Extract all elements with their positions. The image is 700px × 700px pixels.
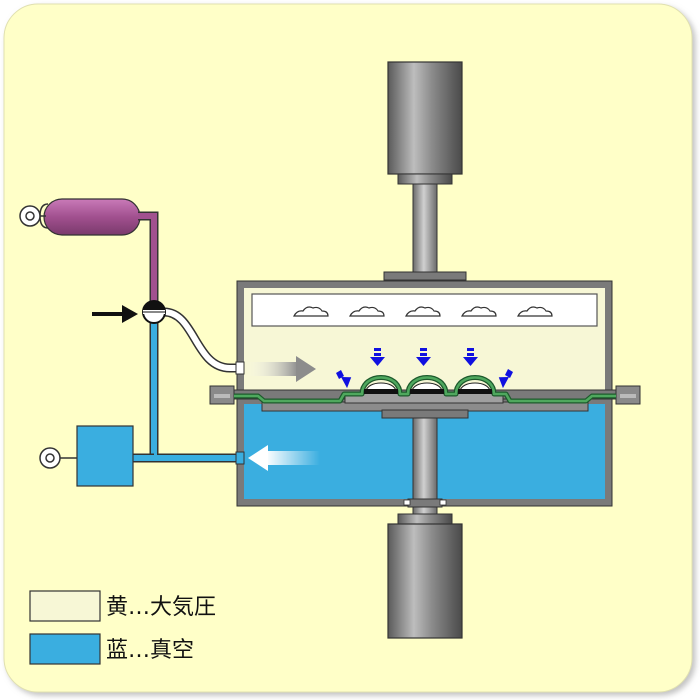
legend-label-atmosphere: 黄…大気圧 (106, 595, 216, 620)
press-arrow-icon (336, 348, 513, 389)
work-pieces (364, 382, 492, 394)
flange-and-table (209, 385, 641, 419)
heater-elements (293, 306, 553, 317)
eye-ring-icon (39, 447, 77, 469)
legend-swatch-atmosphere (29, 590, 101, 622)
upper-press-cylinder (383, 61, 467, 281)
valve-icon (142, 300, 166, 324)
pointer-arrow-icon (92, 305, 138, 323)
eye-ring-icon (19, 205, 46, 227)
vacuum-pump (76, 425, 134, 487)
work-plate (344, 392, 504, 404)
flow-arrow-icon (246, 356, 316, 382)
legend: 黄…大気圧 蓝…真空 (29, 590, 216, 665)
gas-tank (39, 198, 141, 236)
legend-label-vacuum: 蓝…真空 (106, 638, 194, 663)
legend-swatch-vacuum (29, 633, 101, 665)
flow-arrow-icon (248, 445, 320, 471)
